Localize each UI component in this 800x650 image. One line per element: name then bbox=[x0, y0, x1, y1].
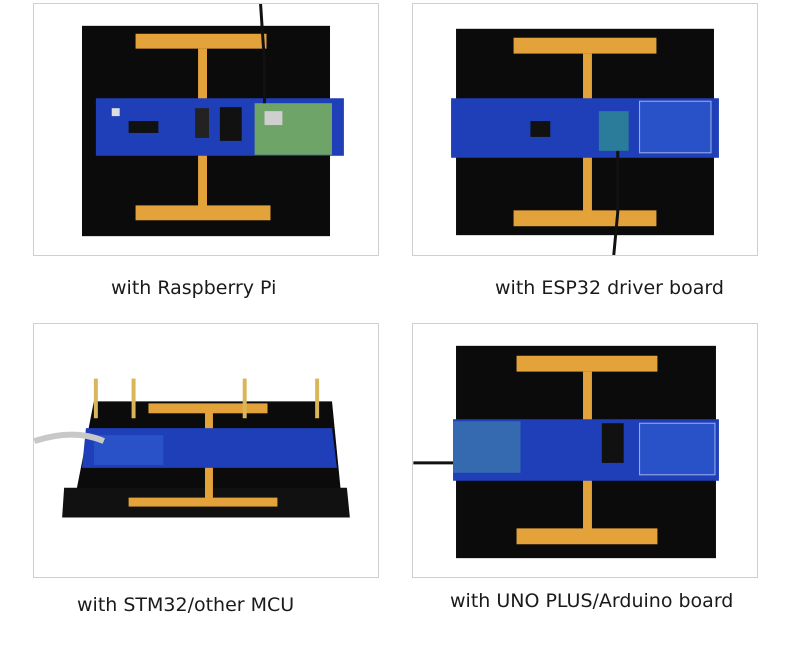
top-flex-cable bbox=[513, 37, 657, 54]
caption-esp32: with ESP32 driver board bbox=[495, 277, 724, 299]
esp32-board bbox=[598, 111, 629, 151]
stm32-board bbox=[93, 435, 164, 465]
usb-cable bbox=[612, 150, 620, 255]
bottom-flex-cable bbox=[135, 205, 271, 221]
caption-arduino: with UNO PLUS/Arduino board bbox=[450, 590, 734, 612]
top-flex-cable bbox=[516, 355, 658, 372]
esp32-setup-image bbox=[451, 28, 719, 255]
photo-esp32 bbox=[412, 3, 758, 256]
photo-stm32 bbox=[33, 323, 379, 578]
arduino-setup-image bbox=[413, 345, 719, 559]
raspberry-pi-setup-image bbox=[81, 4, 344, 237]
photo-arduino bbox=[412, 323, 758, 578]
caption-raspberry-pi: with Raspberry Pi bbox=[111, 277, 277, 299]
caption-stm32: with STM32/other MCU bbox=[77, 594, 295, 616]
jumper-wires bbox=[34, 431, 105, 444]
bottom-flex-cable bbox=[513, 210, 657, 227]
raspberry-pi-board bbox=[254, 103, 332, 155]
photo-raspberry-pi bbox=[33, 3, 379, 256]
stm32-setup-image bbox=[34, 378, 350, 518]
top-flex-cable bbox=[135, 33, 267, 49]
usb-cable bbox=[259, 4, 267, 104]
top-flex-cable bbox=[148, 403, 268, 414]
bottom-flex-cable bbox=[128, 497, 278, 507]
arduino-board bbox=[453, 421, 521, 473]
bottom-flex-cable bbox=[516, 528, 658, 545]
